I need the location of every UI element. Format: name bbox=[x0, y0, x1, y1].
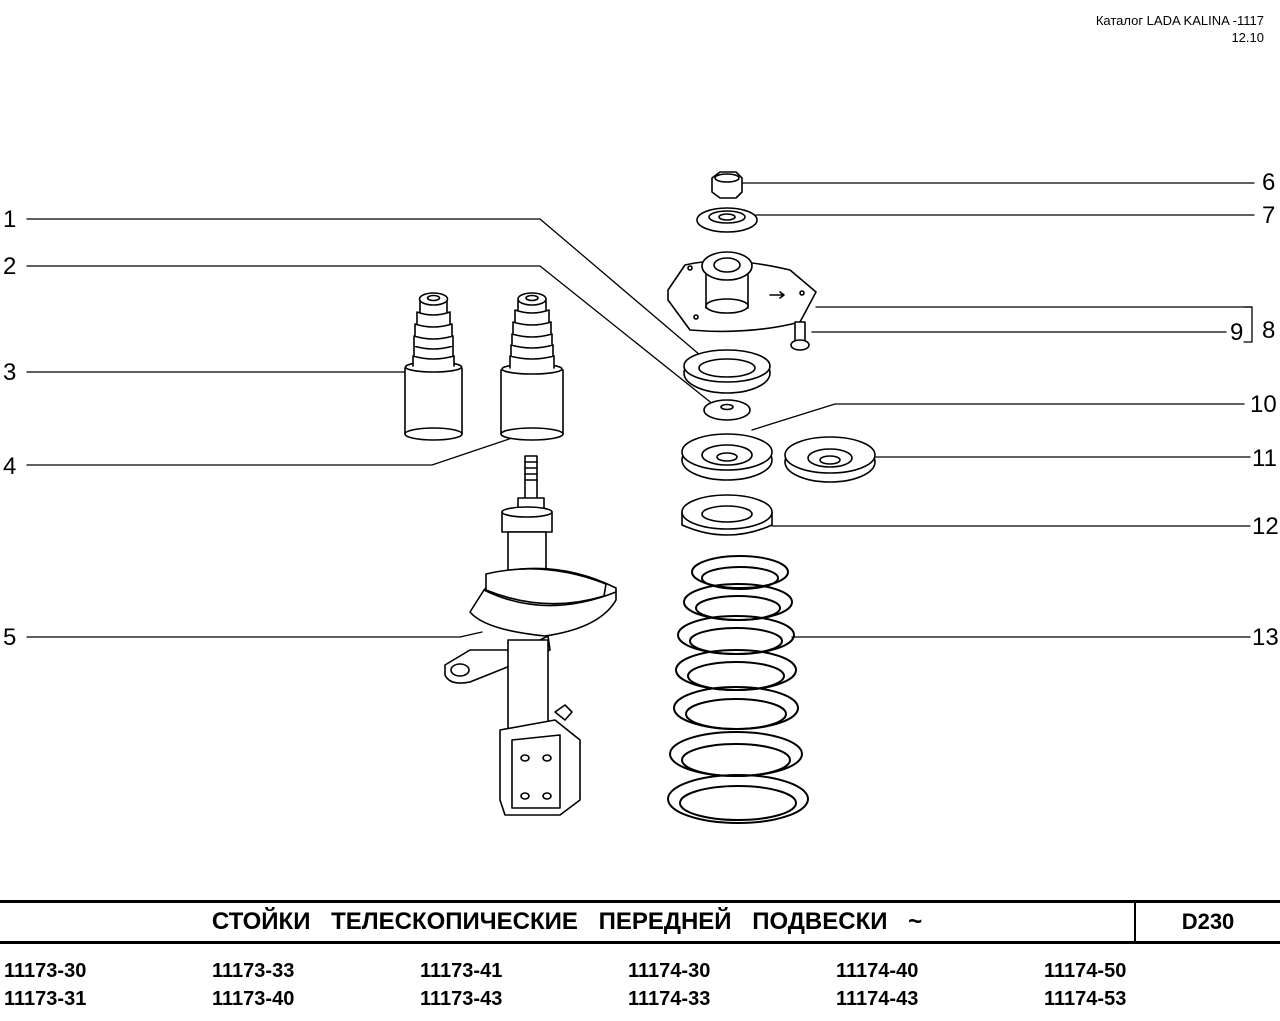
bolt bbox=[790, 321, 810, 351]
model-code: 11173-33 bbox=[212, 960, 295, 982]
section-code: D230 bbox=[1181, 909, 1235, 934]
model-code: 11173-43 bbox=[420, 988, 503, 1010]
callout-7: 7 bbox=[1262, 202, 1276, 229]
model-code: 11174-33 bbox=[628, 988, 711, 1010]
spring-insulator bbox=[681, 494, 773, 536]
callout-4: 4 bbox=[3, 453, 17, 480]
alternate-spring-seat bbox=[784, 436, 876, 483]
support-bearing bbox=[683, 349, 771, 394]
section-title: СТОЙКИ ТЕЛЕСКОПИЧЕСКИЕ ПЕРЕДНЕЙ ПОДВЕСКИ… bbox=[211, 908, 923, 935]
callout-5: 5 bbox=[3, 624, 17, 651]
model-code: 11174-40 bbox=[836, 960, 919, 982]
callout-9: 9 bbox=[1230, 319, 1244, 346]
callout-12: 12 bbox=[1252, 513, 1279, 540]
catalog-date: 12.10 bbox=[1231, 30, 1264, 45]
leader-line-1 bbox=[26, 218, 701, 356]
callout-11: 11 bbox=[1252, 445, 1277, 472]
upper-support bbox=[667, 251, 817, 333]
leader-line-4 bbox=[26, 437, 513, 466]
model-code: 11174-43 bbox=[836, 988, 919, 1010]
leader-lines bbox=[26, 182, 1255, 638]
model-list: 11173-30 11173-31 11173-33 11173-40 1117… bbox=[4, 957, 1274, 1013]
callout-6: 6 bbox=[1262, 169, 1276, 196]
model-code: 11173-41 bbox=[420, 960, 503, 982]
upper-spring-seat bbox=[681, 433, 773, 481]
title-band: СТОЙКИ ТЕЛЕСКОПИЧЕСКИЕ ПЕРЕДНЕЙ ПОДВЕСКИ… bbox=[0, 900, 1280, 944]
bump-stop-boot-right bbox=[500, 292, 564, 441]
coil-spring bbox=[667, 555, 809, 824]
spacer-washer bbox=[703, 399, 751, 421]
nut bbox=[711, 171, 743, 199]
model-code: 11174-30 bbox=[628, 960, 711, 982]
callout-10: 10 bbox=[1250, 391, 1277, 418]
catalog-header: Каталог LADA KALINA -1117 12.10 bbox=[1096, 12, 1264, 46]
washer bbox=[696, 207, 758, 233]
model-code: 11174-53 bbox=[1044, 988, 1127, 1010]
leader-line-2 bbox=[26, 265, 715, 406]
leader-line-5 bbox=[26, 631, 483, 638]
bracket-8-9 bbox=[1243, 306, 1253, 343]
title-divider bbox=[1134, 903, 1136, 941]
catalog-name: Каталог LADA KALINA -1117 bbox=[1095, 13, 1264, 28]
strut-assembly bbox=[444, 455, 617, 816]
callout-8: 8 bbox=[1262, 317, 1276, 344]
model-code: 11173-40 bbox=[212, 988, 295, 1010]
leader-line-10 bbox=[751, 403, 1245, 431]
callout-1: 1 bbox=[3, 206, 17, 233]
exploded-parts-drawing bbox=[26, 171, 1255, 824]
bump-stop-boot-left bbox=[404, 292, 463, 441]
model-code: 11173-30 bbox=[4, 960, 87, 982]
model-code: 11173-31 bbox=[4, 988, 87, 1010]
callout-13: 13 bbox=[1252, 624, 1279, 651]
callout-3: 3 bbox=[3, 359, 17, 386]
model-code: 11174-50 bbox=[1044, 960, 1127, 982]
callout-2: 2 bbox=[3, 253, 17, 280]
